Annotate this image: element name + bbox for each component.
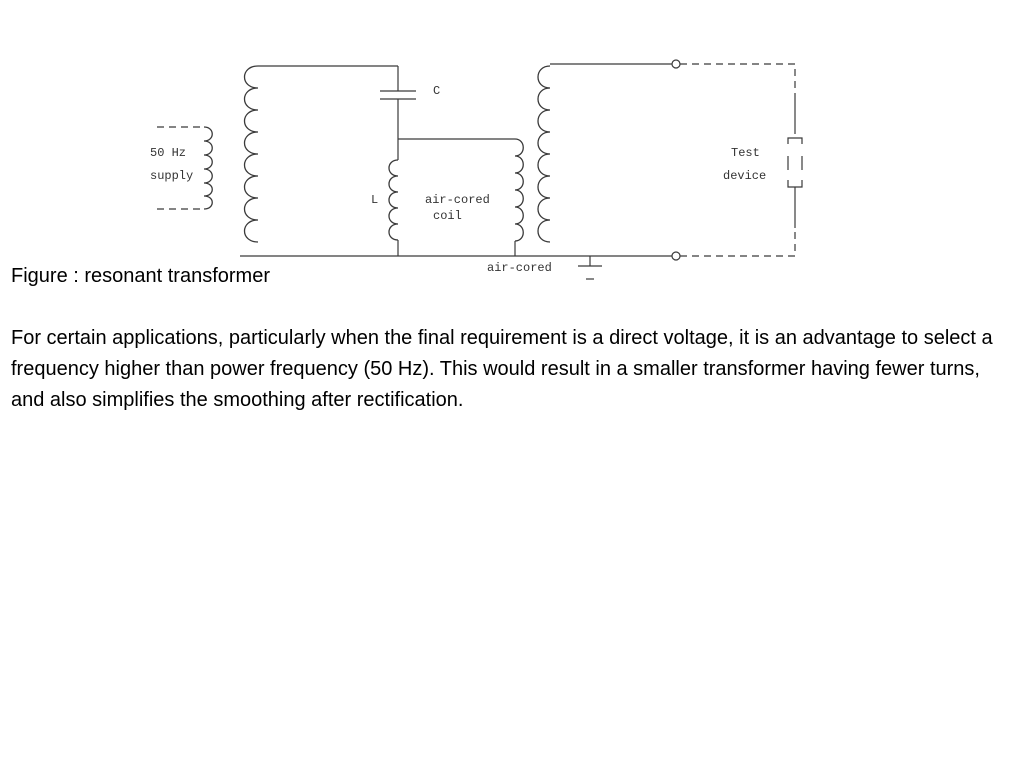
label-supply-freq: 50 Hz [150,146,186,160]
test-loop-bottom [680,228,796,257]
output-terminal-top [671,59,681,69]
inductor-l [388,159,399,241]
air-cored-coil [514,138,524,242]
resonant-transformer-diagram: 50 Hz supply C L air-cored coil air-core… [150,59,803,280]
supply-secondary-coil [243,65,259,243]
label-coil-line1: air-cored [425,193,490,207]
label-capacitor: C [433,84,440,98]
label-test-line1: Test [731,146,760,160]
label-test-line2: device [723,169,766,183]
label-inductor: L [371,193,378,207]
output-terminal-bottom [671,251,681,261]
figure-caption: Figure : resonant transformer [11,265,270,287]
test-device-bottom-bracket [787,180,803,188]
test-device-top-bracket [787,137,803,144]
body-paragraph: For certain applications, particularly w… [11,327,993,411]
test-loop-top [680,63,796,95]
supply-primary-coil [203,126,213,210]
label-supply: supply [150,169,193,183]
hv-secondary-coil [537,65,551,243]
label-transformer: air-cored [487,261,552,275]
label-coil-line2: coil [433,209,462,223]
